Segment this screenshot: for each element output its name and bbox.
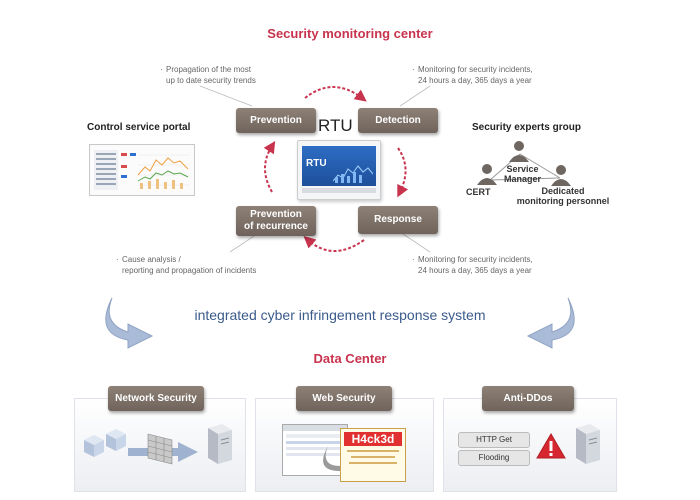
- note-top-right: ·Monitoring for security incidents, 24 h…: [412, 65, 533, 85]
- server-icon: [208, 424, 232, 464]
- rtu-label: RTU: [318, 116, 353, 135]
- rtu-monitor: RTU: [297, 140, 381, 200]
- stage-response: Response: [358, 206, 438, 234]
- person-icon: [477, 164, 497, 185]
- hacked-text: H4ck3d: [344, 432, 402, 446]
- network-security-label: Network Security: [108, 386, 204, 411]
- hacked-page: H4ck3d: [340, 428, 406, 482]
- rtu-screen-label: RTU: [306, 158, 327, 169]
- server-icon: [576, 424, 600, 464]
- cert-label: CERT: [466, 187, 491, 197]
- stage-prevention-of-recurrence: Prevention of recurrence: [236, 206, 316, 236]
- http-get-tag: HTTP Get: [458, 432, 530, 448]
- data-center-title: Data Center: [313, 351, 387, 366]
- stage-prevention: Prevention: [236, 108, 316, 133]
- security-experts-group-label: Security experts group: [472, 122, 581, 133]
- control-service-portal-label: Control service portal: [87, 122, 191, 133]
- stage-detection: Detection: [358, 108, 438, 133]
- network-cubes-icon: [84, 429, 126, 457]
- anti-ddos-label: Anti-DDos: [482, 386, 574, 411]
- swoosh-arrow-icon: [526, 297, 575, 349]
- warning-icon: [536, 433, 566, 459]
- page-title: Security monitoring center: [267, 26, 433, 41]
- flooding-tag: Flooding: [458, 450, 530, 466]
- person-icon: [551, 165, 571, 186]
- swoosh-arrow-icon: [105, 297, 154, 349]
- portal-screenshot: [89, 144, 195, 196]
- person-icon: [509, 141, 529, 162]
- note-bottom-right: ·Monitoring for security incidents, 24 h…: [412, 255, 533, 275]
- firewall-icon: [128, 433, 198, 465]
- note-bottom-left: ·Cause analysis / reporting and propagat…: [116, 255, 257, 275]
- note-top-left: ·Propagation of the most up to date secu…: [160, 65, 256, 85]
- dedicated-personnel-label: Dedicated monitoring personnel: [516, 186, 610, 206]
- service-manager-label: Service Manager: [504, 164, 542, 184]
- web-security-label: Web Security: [296, 386, 392, 411]
- system-label: integrated cyber infringement response s…: [194, 307, 486, 323]
